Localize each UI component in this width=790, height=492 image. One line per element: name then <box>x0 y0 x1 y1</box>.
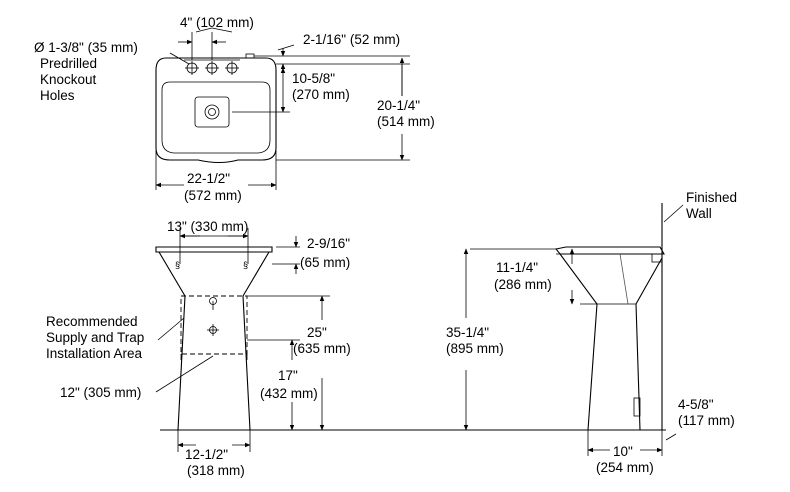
bowl-mm-label: (286 mm) <box>494 277 552 292</box>
recommended-label: Recommended <box>46 314 138 329</box>
top-view-basin <box>155 53 277 164</box>
supply-label: Supply and Trap <box>46 330 144 345</box>
base-mm-label: (318 mm) <box>187 463 245 478</box>
drain-mm-label: (270 mm) <box>292 87 350 102</box>
area-width-label: 12" (305 mm) <box>60 385 141 400</box>
top-view-dimensions <box>155 27 410 190</box>
depth-in-label: 20-1/4" <box>377 98 420 113</box>
side-base-mm-label: (254 mm) <box>596 460 654 475</box>
rim-offset-label: 2-1/16" (52 mm) <box>303 32 400 47</box>
height-mm-label: (895 mm) <box>446 341 504 356</box>
finished-label: Finished <box>686 190 737 205</box>
bottom-mm-label: (432 mm) <box>260 386 318 401</box>
svg-text:§: § <box>175 260 180 270</box>
predrilled-label: Predrilled <box>40 56 97 71</box>
svg-text:§: § <box>243 260 248 270</box>
width-in-label: 22-1/2" <box>187 171 230 186</box>
area-height-mm-label: (635 mm) <box>293 341 351 356</box>
wall-label: Wall <box>686 206 712 221</box>
install-area-label: Installation Area <box>46 346 143 361</box>
bowl-in-label: 11-1/4" <box>496 260 538 275</box>
front-view-dimensions <box>155 228 330 452</box>
knockout-label: Knockout <box>40 72 97 87</box>
rim-mm-label: (65 mm) <box>300 255 350 270</box>
width-mm-label: (572 mm) <box>184 188 242 203</box>
base-in-label: 12-1/2" <box>185 447 228 462</box>
spread-label: 4" (102 mm) <box>180 15 254 30</box>
holes-label: Holes <box>40 88 75 103</box>
area-height-in-label: 25" <box>307 325 327 340</box>
front-view-pedestal: § § <box>155 246 273 431</box>
bottom-in-label: 17" <box>278 368 298 383</box>
rim-in-label: 2-9/16" <box>307 236 350 251</box>
mount-width-label: 13" (330 mm) <box>167 219 248 234</box>
offset-mm-label: (117 mm) <box>678 413 735 428</box>
depth-mm-label: (514 mm) <box>377 114 435 129</box>
drain-in-label: 10-5/8" <box>292 71 335 86</box>
height-in-label: 35-1/4" <box>446 325 489 340</box>
side-view-pedestal <box>555 203 665 431</box>
hole-diameter-label: Ø 1-3/8" (35 mm) <box>34 40 138 55</box>
offset-in-label: 4-5/8" <box>678 397 714 412</box>
side-base-in-label: 10" <box>613 444 633 459</box>
side-view-dimensions <box>463 204 684 456</box>
